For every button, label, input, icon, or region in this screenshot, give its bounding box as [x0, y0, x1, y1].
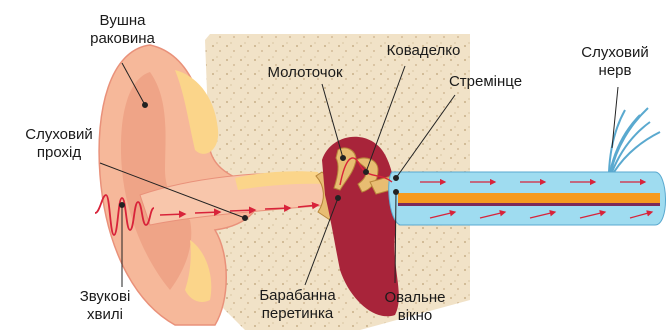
label-anvil-text: Коваделко — [366, 42, 481, 60]
label-outer-ear: Вушна раковина — [70, 12, 175, 48]
label-eardrum-line1: Барабанна — [240, 287, 355, 305]
label-sound-waves: Звукові хвилі — [60, 288, 150, 324]
label-oval-window: Овальне вікно — [360, 289, 470, 325]
label-auditory-nerve-line2: нерв — [560, 62, 670, 80]
label-oval-window-line2: вікно — [360, 307, 470, 325]
label-oval-window-line1: Овальне — [360, 289, 470, 307]
label-ear-canal-line2: прохід — [4, 144, 114, 162]
label-eardrum: Барабанна перетинка — [240, 287, 355, 323]
label-eardrum-line2: перетинка — [240, 305, 355, 323]
auditory-nerve-fibers — [609, 108, 660, 172]
label-anvil: Коваделко — [366, 42, 481, 60]
label-auditory-nerve: Слуховий нерв — [560, 44, 670, 80]
label-auditory-nerve-line1: Слуховий — [560, 44, 670, 62]
label-sound-waves-line1: Звукові — [60, 288, 150, 306]
label-hammer-text: Молоточок — [245, 64, 365, 82]
cochlea-membrane — [398, 203, 660, 206]
label-hammer: Молоточок — [245, 64, 365, 82]
label-sound-waves-line2: хвилі — [60, 306, 150, 324]
label-stirrup-text: Стремінце — [428, 73, 543, 91]
label-outer-ear-line1: Вушна — [70, 12, 175, 30]
label-stirrup: Стремінце — [428, 73, 543, 91]
label-ear-canal-line1: Слуховий — [4, 126, 114, 144]
label-ear-canal: Слуховий прохід — [4, 126, 114, 162]
cochlea-core — [398, 193, 660, 203]
label-outer-ear-line2: раковина — [70, 30, 175, 48]
